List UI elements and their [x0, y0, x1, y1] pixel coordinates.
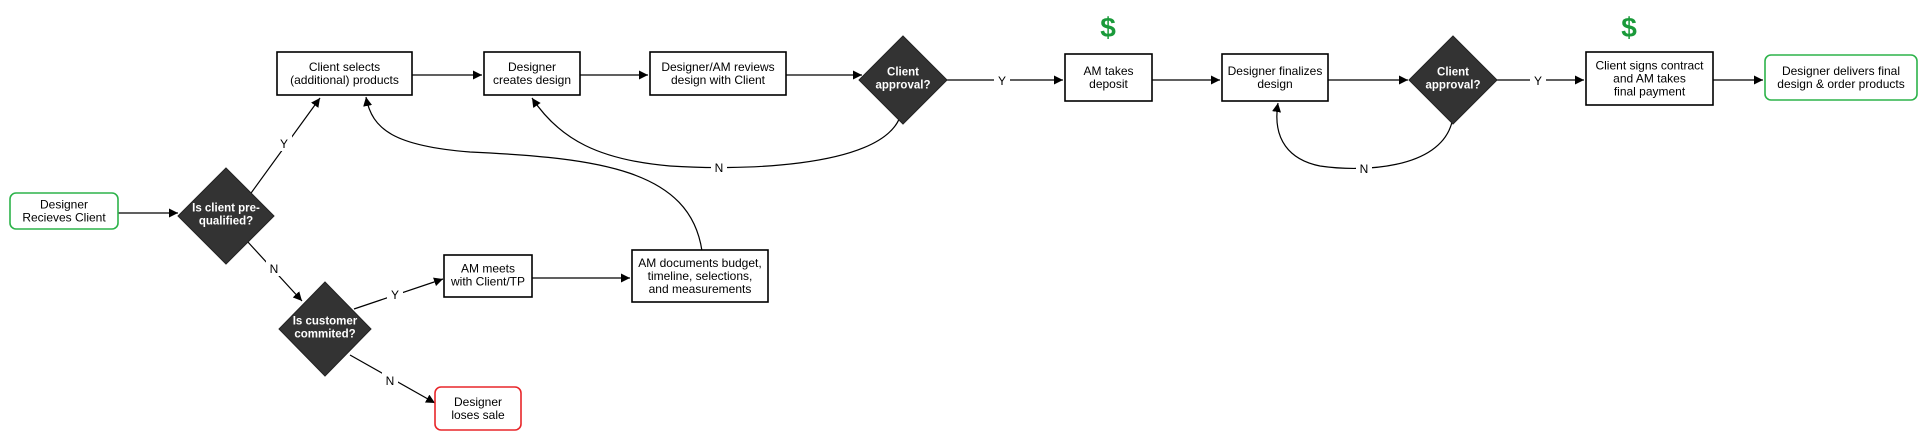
dollar-icon: $: [1621, 12, 1637, 43]
label-line: Designer delivers final: [1782, 64, 1900, 78]
decision-approval1-diamond: [858, 35, 948, 125]
label-line: design & order products: [1777, 77, 1904, 91]
label-line: creates design: [493, 73, 571, 87]
label-line: loses sale: [451, 408, 505, 422]
label-line: deposit: [1089, 77, 1128, 91]
label-line: AM meets: [461, 262, 515, 276]
label-line: Is customer: [293, 316, 358, 328]
label-line: with Client/TP: [450, 275, 525, 289]
designer-am-reviews-box: [649, 51, 787, 96]
label-line: AM takes: [1083, 64, 1133, 78]
label-line: Designer: [508, 60, 556, 74]
label-line: design: [1257, 77, 1292, 91]
edge-label-committed-yes: Y: [391, 288, 399, 302]
label-line: approval?: [1426, 80, 1481, 92]
label-line: and AM takes: [1613, 72, 1686, 86]
label-line: timeline, selections,: [648, 269, 753, 283]
label-line: design with Client: [671, 73, 766, 87]
label-line: approval?: [876, 80, 931, 92]
edge-label-prequal-yes: Y: [280, 137, 288, 151]
label-line: Designer: [40, 198, 88, 212]
designer-loses-sale-box: [434, 386, 522, 431]
edge-label-approval1-no: N: [715, 161, 724, 175]
decision-committed-diamond: [278, 281, 372, 377]
label-line: AM documents budget,: [638, 256, 761, 270]
am-takes-deposit-box: [1064, 53, 1153, 102]
client-signs-contract-box: [1585, 51, 1714, 106]
client-selects-label: Client selects(additional) products: [290, 60, 399, 87]
edge-approval1-no: [531, 97, 901, 169]
designer-delivers-box: [1764, 54, 1918, 101]
am-meets-box: [443, 254, 533, 298]
label-line: Recieves Client: [22, 211, 106, 225]
label-line: (additional) products: [290, 73, 399, 87]
am-documents-label: AM documents budget,timeline, selections…: [638, 256, 761, 296]
label-line: Client: [1437, 67, 1469, 79]
dollar-icon: $: [1100, 12, 1116, 43]
label-line: Is client pre-: [192, 203, 260, 215]
is-prequalified-label: Is client pre-qualified?: [192, 203, 260, 228]
label-line: Client signs contract: [1595, 59, 1704, 73]
client-selects-box: [276, 51, 413, 96]
label-line: final payment: [1614, 85, 1686, 99]
edge-approval2-no: [1272, 102, 1453, 169]
label-line: Client selects: [309, 60, 380, 74]
label-line: Designer/AM reviews: [661, 60, 774, 74]
label-line: commited?: [294, 329, 355, 341]
edge-label-approval2-yes: Y: [1534, 74, 1542, 88]
am-documents-box: [631, 249, 769, 303]
label-line: Designer: [454, 395, 502, 409]
edge-label-prequal-no: N: [270, 262, 279, 276]
edge-label-approval1-yes: Y: [998, 74, 1006, 88]
label-line: Designer finalizes: [1228, 64, 1323, 78]
edge-label-approval2-no: N: [1360, 162, 1369, 176]
label-line: and measurements: [649, 282, 752, 296]
decision-prequalified-diamond: [177, 167, 275, 265]
edge-label-committed-no: N: [386, 374, 395, 388]
edge-documents-to-client-selects: [363, 96, 703, 252]
designer-creates-design-box: [483, 51, 581, 96]
designer-finalizes-box: [1221, 53, 1329, 102]
decision-approval2-diamond: [1408, 35, 1498, 125]
label-line: Client: [887, 67, 919, 79]
start-node-box: [9, 192, 119, 230]
label-line: qualified?: [199, 216, 253, 228]
